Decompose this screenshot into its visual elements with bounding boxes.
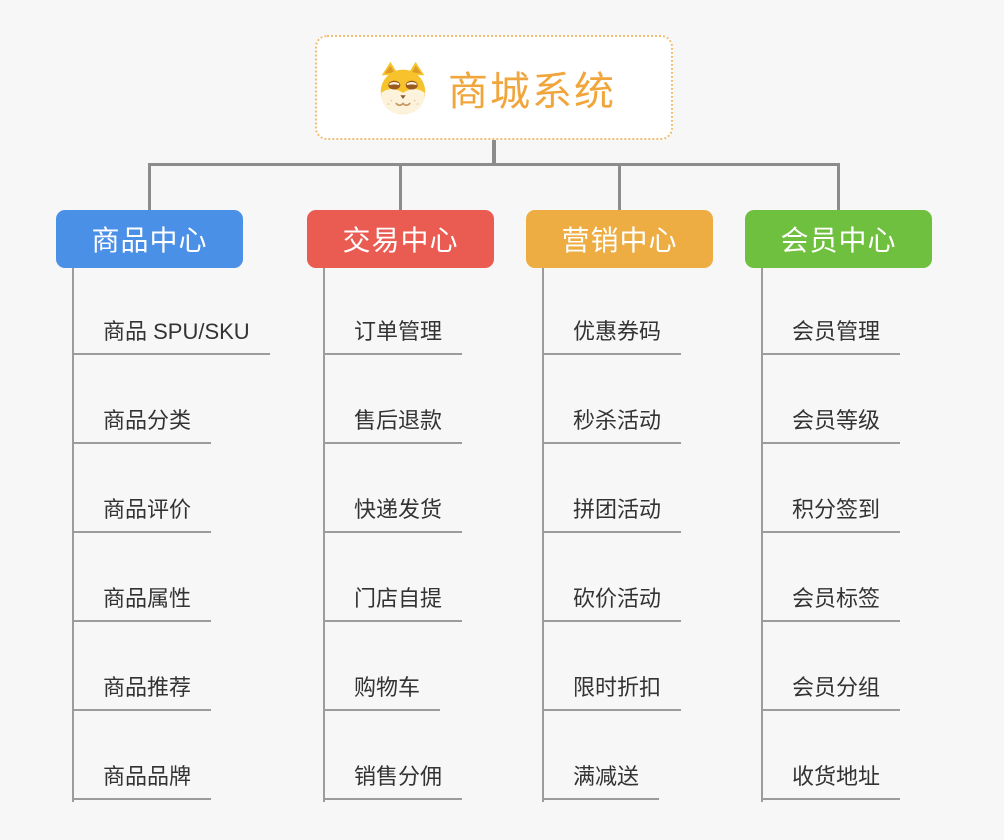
leaf-node[interactable]: 会员标签	[761, 585, 901, 622]
leaf-node[interactable]: 满减送	[542, 763, 660, 800]
branch-stem-line	[761, 268, 763, 802]
leaf-node[interactable]: 积分签到	[761, 496, 901, 533]
branch-stem-line	[542, 268, 544, 802]
leaf-node[interactable]: 销售分佣	[323, 763, 463, 800]
connector-line	[148, 163, 840, 166]
leaf-node[interactable]: 拼团活动	[542, 496, 682, 533]
leaf-node[interactable]: 秒杀活动	[542, 407, 682, 444]
leaf-node[interactable]: 优惠券码	[542, 318, 682, 355]
leaf-node[interactable]: 会员分组	[761, 674, 901, 711]
leaf-node[interactable]: 售后退款	[323, 407, 463, 444]
leaf-node[interactable]: 商品推荐	[72, 674, 212, 711]
root-topic-title: 商城系统	[448, 69, 616, 114]
branch-node[interactable]: 会员中心	[745, 210, 932, 268]
leaf-node[interactable]: 限时折扣	[542, 674, 682, 711]
branch-label: 商品中心	[91, 225, 208, 256]
connector-line	[492, 140, 496, 166]
connector-line	[837, 163, 840, 210]
leaf-node[interactable]: 订单管理	[323, 318, 463, 355]
leaf-node[interactable]: 快递发货	[323, 496, 463, 533]
leaf-node[interactable]: 商品 SPU/SKU	[72, 318, 270, 355]
leaf-node[interactable]: 会员管理	[761, 318, 901, 355]
branch-stem-line	[72, 268, 74, 802]
leaf-node[interactable]: 商品分类	[72, 407, 212, 444]
leaf-node[interactable]: 收货地址	[761, 763, 901, 800]
connector-line	[399, 163, 402, 210]
leaf-node[interactable]: 商品品牌	[72, 763, 212, 800]
branch-node[interactable]: 商品中心	[56, 210, 243, 268]
dog-face-icon	[380, 61, 426, 114]
root-topic-node[interactable]: 商城系统	[315, 35, 673, 140]
branch-stem-line	[323, 268, 325, 802]
leaf-node[interactable]: 砍价活动	[542, 585, 682, 622]
leaf-node[interactable]: 门店自提	[323, 585, 463, 622]
branch-label: 交易中心	[342, 225, 459, 256]
connector-line	[618, 163, 621, 210]
leaf-node[interactable]: 会员等级	[761, 407, 901, 444]
branch-node[interactable]: 营销中心	[526, 210, 713, 268]
branch-label: 营销中心	[561, 225, 678, 256]
leaf-node[interactable]: 购物车	[323, 674, 441, 711]
leaf-node[interactable]: 商品评价	[72, 496, 212, 533]
leaf-node[interactable]: 商品属性	[72, 585, 212, 622]
branch-label: 会员中心	[780, 225, 897, 256]
connector-line	[148, 163, 151, 210]
branch-node[interactable]: 交易中心	[307, 210, 494, 268]
